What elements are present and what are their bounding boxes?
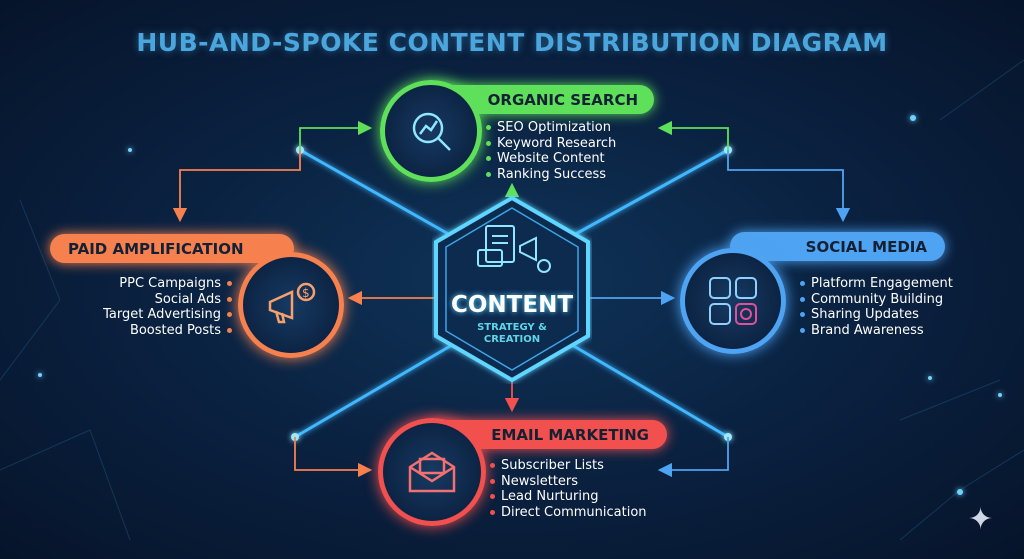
svg-text:$: $ (302, 286, 310, 300)
list-item: Boosted Posts (60, 323, 238, 339)
list-item: PPC Campaigns (60, 276, 238, 292)
document-megaphone-icon (477, 225, 551, 273)
list-item: SEO Optimization (486, 120, 616, 136)
list-item: Platform Engagement (800, 276, 953, 292)
email-marketing-list: Subscriber Lists Newsletters Lead Nurtur… (490, 458, 647, 520)
list-item: Newsletters (490, 474, 647, 490)
paid-amplification-list: PPC Campaigns Social Ads Target Advertis… (60, 276, 238, 338)
list-item: Ranking Success (486, 167, 616, 183)
list-item: Keyword Research (486, 136, 616, 152)
envelope-icon (408, 451, 456, 493)
list-item: Direct Communication (490, 505, 647, 521)
list-item: Lead Nurturing (490, 489, 647, 505)
paid-amplification-node: $ (238, 252, 344, 358)
hub-subtitle-2: CREATION (483, 334, 541, 345)
paid-amplification-label: PAID AMPLIFICATION (50, 234, 294, 263)
diagram-title: HUB-AND-SPOKE CONTENT DISTRIBUTION DIAGR… (136, 28, 888, 57)
social-media-list: Platform Engagement Community Building S… (800, 276, 953, 338)
sparkle-icon: ✦ (968, 503, 994, 536)
megaphone-dollar-icon: $ (268, 282, 316, 324)
magnifier-chart-icon (412, 112, 451, 151)
hub-title: CONTENT (450, 292, 574, 318)
list-item: Community Building (800, 292, 953, 308)
content-hub-hexagon (434, 195, 590, 383)
organic-search-list: SEO Optimization Keyword Research Websit… (486, 120, 616, 182)
list-item: Target Advertising (60, 307, 238, 323)
list-item: Website Content (486, 151, 616, 167)
social-media-label: SOCIAL MEDIA (730, 232, 945, 261)
organic-search-node (380, 80, 482, 182)
list-item: Subscriber Lists (490, 458, 647, 474)
list-item: Social Ads (60, 292, 238, 308)
hub-subtitle-1: STRATEGY & (477, 322, 547, 333)
social-apps-icon (709, 277, 757, 325)
list-item: Sharing Updates (800, 307, 953, 323)
social-media-node (680, 248, 786, 354)
list-item: Brand Awareness (800, 323, 953, 339)
email-marketing-node (378, 418, 486, 526)
